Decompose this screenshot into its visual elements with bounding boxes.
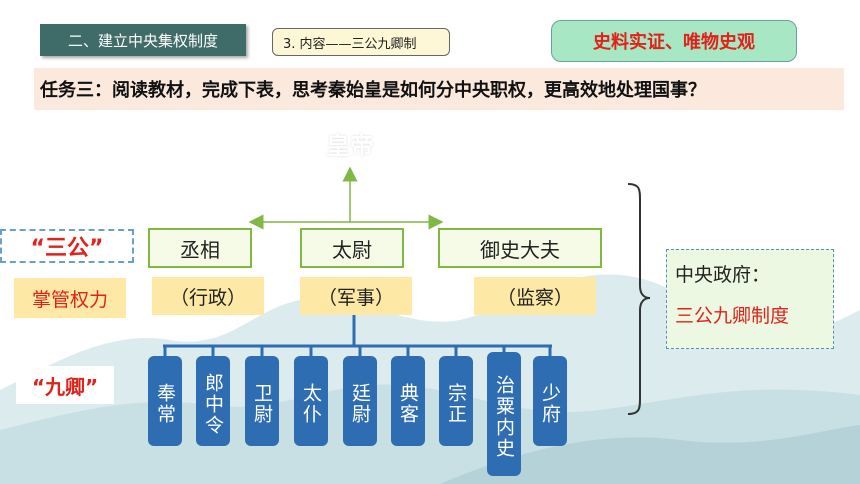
minister-censor: 御史大夫: [438, 228, 602, 268]
nine-minister-9: 少府: [533, 356, 567, 446]
section-tag: 二、建立中央集权制度: [40, 24, 246, 56]
central-government-system: 三公九卿制度: [675, 305, 790, 327]
content-tag: 3. 内容——三公九卿制: [272, 28, 450, 56]
central-government-box: 中央政府： 三公九卿制度: [666, 249, 834, 349]
duty-administration: （行政）: [152, 277, 264, 315]
minister-grand-commandant: 太尉: [300, 228, 404, 268]
nine-minister-6: 典客: [391, 356, 425, 446]
power-label: 掌管权力: [14, 278, 126, 318]
nine-minister-3: 卫尉: [245, 356, 279, 446]
method-tag: 史料实证、唯物史观: [551, 20, 797, 62]
duty-military: （军事）: [300, 277, 412, 315]
nine-minister-4: 太仆: [294, 356, 328, 446]
task-banner: 任务三：阅读教材，完成下表，思考秦始皇是如何分中央职权，更高效地处理国事？: [34, 68, 844, 110]
sangong-label: “三公”: [0, 229, 134, 263]
nine-minister-8: 治粟内史: [487, 352, 521, 476]
nine-minister-2: 郎中令: [196, 356, 230, 446]
minister-chancellor: 丞相: [148, 228, 252, 268]
duty-supervision: （监察）: [474, 277, 596, 315]
emperor-label: 皇帝: [326, 131, 374, 160]
nine-minister-7: 宗正: [439, 356, 473, 446]
jiuqing-label: “九卿”: [16, 366, 114, 404]
nine-minister-1: 奉常: [148, 356, 182, 446]
central-government-title: 中央政府：: [675, 264, 771, 286]
nine-minister-5: 廷尉: [343, 356, 377, 446]
